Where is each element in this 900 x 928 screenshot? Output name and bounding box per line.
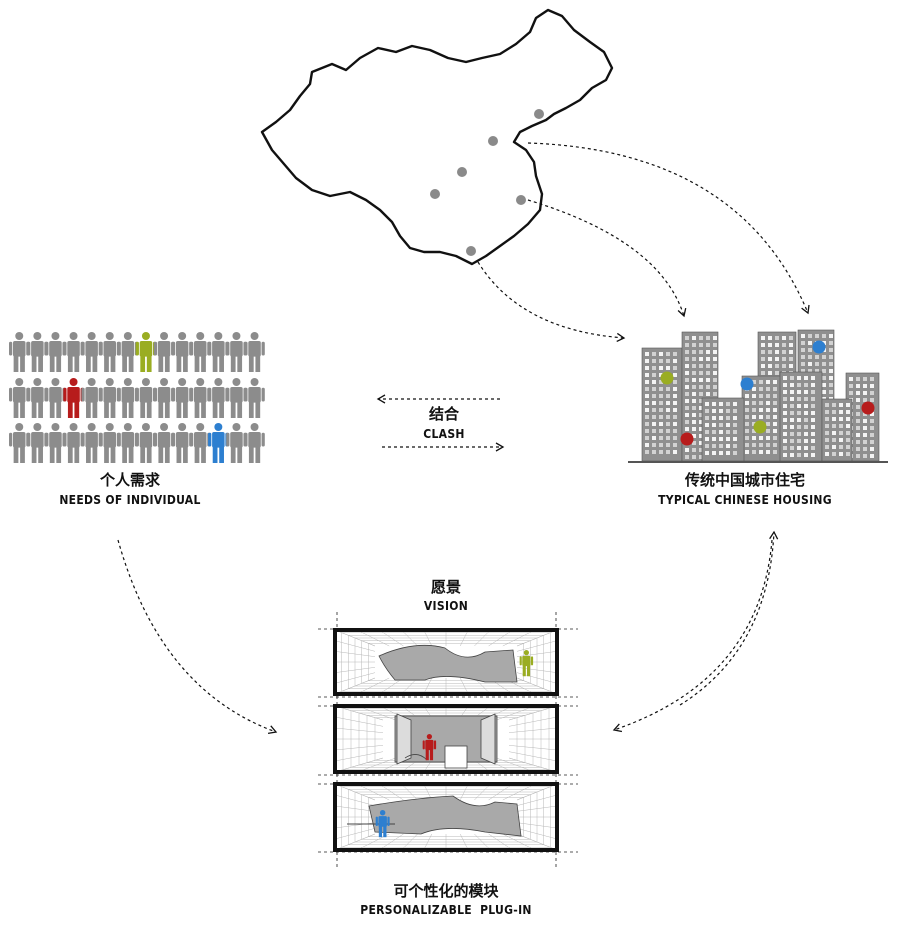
person xyxy=(9,423,30,463)
person xyxy=(45,378,66,418)
person xyxy=(117,378,139,418)
person xyxy=(9,332,30,372)
person xyxy=(153,332,175,372)
module-frame xyxy=(333,628,559,696)
person xyxy=(135,423,157,463)
housing-dot-red xyxy=(861,401,875,415)
person-red xyxy=(63,378,84,418)
module-frame xyxy=(333,782,559,852)
person xyxy=(27,332,48,372)
apartment-block xyxy=(701,397,745,462)
city-dot xyxy=(457,167,467,177)
person xyxy=(171,423,193,463)
person xyxy=(99,332,120,372)
arrow-plugin-housing-down xyxy=(612,539,773,733)
person xyxy=(226,332,247,372)
city-dot xyxy=(430,189,440,199)
vision-label-zh: 愿景 xyxy=(430,578,461,596)
person xyxy=(244,378,265,418)
person xyxy=(81,423,102,463)
city-dot xyxy=(534,109,544,119)
room-furniture xyxy=(444,745,468,769)
person xyxy=(171,332,193,372)
person xyxy=(135,378,157,418)
person xyxy=(9,378,30,418)
organic-interior-space xyxy=(368,795,522,837)
individual-label-zh: 个人需求 xyxy=(99,471,160,489)
housing-label-en: TYPICAL CHINESE HOUSING xyxy=(658,493,832,507)
city-dot xyxy=(488,136,498,146)
person xyxy=(153,378,175,418)
clash-label-en: CLASH xyxy=(423,427,465,441)
apartment-block xyxy=(641,347,683,462)
module-person-blue xyxy=(375,810,390,838)
vision-label-en: VISION xyxy=(423,599,469,613)
organic-interior-space xyxy=(378,644,518,683)
apartment-block xyxy=(779,371,823,462)
person xyxy=(27,378,48,418)
housing-dot-blue xyxy=(812,340,826,354)
person xyxy=(244,423,265,463)
plug-in-modules xyxy=(318,612,578,868)
flow-arrows xyxy=(117,142,810,735)
plugin-label-en: PERSONALIZABLE PLUG-IN xyxy=(360,903,532,917)
module-middle xyxy=(333,704,559,774)
person xyxy=(117,423,139,463)
person xyxy=(117,332,139,372)
arrow-guangzhou-to-housing xyxy=(477,261,626,343)
person xyxy=(208,378,229,418)
person xyxy=(190,332,211,372)
arrow-beijing-to-housing xyxy=(527,142,810,315)
person xyxy=(226,423,247,463)
person xyxy=(226,378,247,418)
person xyxy=(99,378,120,418)
person xyxy=(190,378,211,418)
china-map-outline xyxy=(260,8,614,266)
individual-label-en: NEEDS OF INDIVIDUAL xyxy=(59,493,201,507)
person-green xyxy=(135,332,157,372)
person xyxy=(208,332,229,372)
city-dots xyxy=(430,109,544,256)
city-dot xyxy=(466,246,476,256)
person-blue xyxy=(208,423,229,463)
housing-dot-green xyxy=(753,420,767,434)
person xyxy=(63,423,84,463)
clash-label-zh: 结合 xyxy=(428,405,459,423)
person xyxy=(171,378,193,418)
module-person-green xyxy=(519,650,534,677)
arrow-shanghai-to-housing xyxy=(527,199,687,318)
person xyxy=(81,332,102,372)
plugin-label-zh: 可个性化的模块 xyxy=(393,882,499,900)
arrow-individual-to-plugin xyxy=(117,539,278,735)
person xyxy=(63,332,84,372)
person xyxy=(27,423,48,463)
city-dot xyxy=(516,195,526,205)
person xyxy=(153,423,175,463)
module-frame xyxy=(333,704,559,774)
apartment-block xyxy=(821,398,853,462)
person xyxy=(190,423,211,463)
module-top xyxy=(333,628,559,696)
person xyxy=(45,423,66,463)
person xyxy=(99,423,120,463)
housing-blocks-illustration xyxy=(628,329,888,463)
housing-label-zh: 传统中国城市住宅 xyxy=(684,471,805,489)
housing-dot-green xyxy=(660,371,674,385)
housing-dot-red xyxy=(680,432,694,446)
person xyxy=(81,378,102,418)
arrow-plugin-housing-up xyxy=(679,530,779,706)
module-person-red xyxy=(422,734,437,761)
person xyxy=(244,332,265,372)
module-bottom xyxy=(333,782,559,852)
person xyxy=(45,332,66,372)
housing-dot-blue xyxy=(740,377,754,391)
crowd-of-people xyxy=(9,332,265,463)
